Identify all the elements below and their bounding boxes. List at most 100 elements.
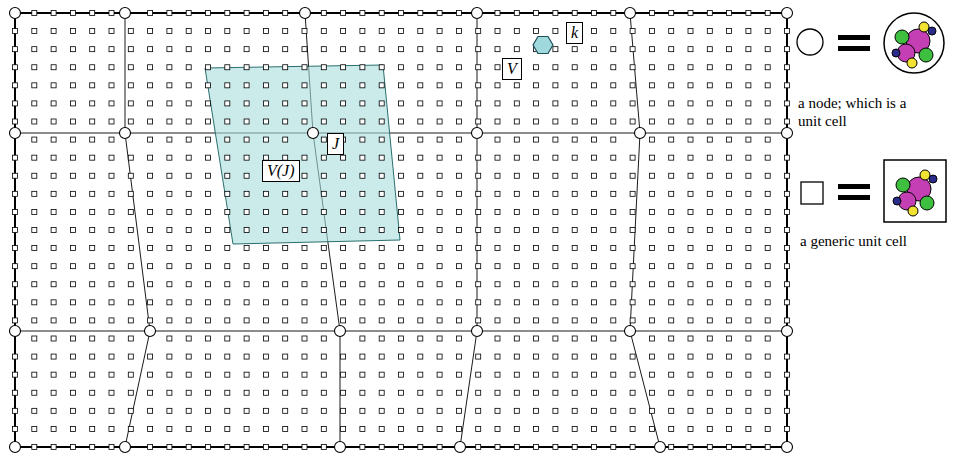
unit-cell-square: [437, 228, 442, 233]
unit-cell-square: [727, 408, 732, 413]
unit-cell-square: [263, 282, 268, 287]
unit-cell-square: [341, 246, 346, 251]
unit-cell-square: [225, 408, 230, 413]
unit-cell-square: [379, 101, 384, 106]
unit-cell-square: [495, 119, 500, 124]
unit-cell-square: [765, 336, 770, 341]
unit-cell-square: [765, 209, 770, 214]
unit-cell-square: [534, 282, 539, 287]
unit-cell-square: [263, 264, 268, 269]
unit-cell-square: [399, 173, 404, 178]
unit-cell-square: [765, 318, 770, 323]
unit-cell-square: [90, 390, 95, 395]
unit-cell-square: [534, 119, 539, 124]
unit-cell-square: [649, 191, 654, 196]
unit-cell-square: [379, 372, 384, 377]
unit-cell-square: [90, 282, 95, 287]
unit-cell-square: [727, 209, 732, 214]
unit-cell-square: [360, 282, 365, 287]
unit-cell-square: [785, 300, 790, 305]
unit-cell-square: [399, 101, 404, 106]
unit-cell-square: [553, 408, 558, 413]
unit-cell-square: [649, 408, 654, 413]
unit-cell-square: [495, 264, 500, 269]
unit-cell-square: [727, 191, 732, 196]
unit-cell-square: [727, 246, 732, 251]
unit-cell-square: [225, 354, 230, 359]
unit-cell-square: [225, 173, 230, 178]
unit-cell-square: [13, 47, 18, 52]
unit-cell-square: [495, 426, 500, 431]
unit-cell-square: [321, 354, 326, 359]
unit-cell-square: [456, 354, 461, 359]
unit-cell-square: [669, 11, 674, 16]
unit-cell-square: [13, 83, 18, 88]
unit-cell-square: [785, 83, 790, 88]
unit-cell-square: [611, 282, 616, 287]
unit-cell-square: [572, 318, 577, 323]
unit-cell-square: [476, 209, 481, 214]
unit-cell-square: [611, 137, 616, 142]
unit-cell-square: [765, 11, 770, 16]
unit-cell-square: [649, 155, 654, 160]
unit-cell-square: [495, 300, 500, 305]
unit-cell-square: [514, 29, 519, 34]
unit-cell-square: [765, 173, 770, 178]
unit-cell-square: [90, 246, 95, 251]
unit-cell-square: [51, 390, 56, 395]
unit-cell-square: [707, 336, 712, 341]
unit-cell-square: [785, 101, 790, 106]
unit-cell-square: [476, 300, 481, 305]
unit-cell-square: [360, 11, 365, 16]
unit-cell-square: [321, 426, 326, 431]
unit-cell-square: [51, 29, 56, 34]
unit-cell-square: [746, 408, 751, 413]
unit-cell-square: [341, 390, 346, 395]
unit-cell-square: [128, 300, 133, 305]
mesh-nodes: [10, 8, 793, 453]
unit-cell-square: [186, 47, 191, 52]
unit-cell-square: [263, 445, 268, 450]
unit-cell-square: [534, 155, 539, 160]
unit-cell-square: [553, 318, 558, 323]
unit-cell-square: [70, 209, 75, 214]
unit-cell-square: [495, 11, 500, 16]
unit-cell-square: [649, 209, 654, 214]
unit-cell-square: [51, 372, 56, 377]
unit-cell-square: [746, 173, 751, 178]
unit-cell-square: [514, 390, 519, 395]
unit-cell-square: [321, 228, 326, 233]
unit-cell-square: [109, 65, 114, 70]
unit-cell-square: [572, 282, 577, 287]
unit-cell-square: [418, 336, 423, 341]
mesh-node: [120, 128, 131, 139]
region-label: k: [566, 22, 583, 44]
mesh-node: [472, 326, 483, 337]
unit-cell-square: [534, 137, 539, 142]
unit-cell-square: [263, 119, 268, 124]
unit-cell-square: [765, 372, 770, 377]
unit-cell-square: [669, 445, 674, 450]
unit-cell-square: [688, 445, 693, 450]
unit-cell-square: [514, 336, 519, 341]
unit-cell-square: [418, 47, 423, 52]
unit-cell-square: [437, 29, 442, 34]
unit-cell-square: [225, 83, 230, 88]
unit-cell-square: [128, 65, 133, 70]
unit-cell-square: [630, 29, 635, 34]
unit-cell-square: [244, 372, 249, 377]
unit-cell-square: [437, 246, 442, 251]
unit-cell-square: [51, 47, 56, 52]
unit-cell-square: [321, 155, 326, 160]
unit-cell-square: [302, 47, 307, 52]
unit-cell-square: [553, 29, 558, 34]
unit-cell-square: [707, 101, 712, 106]
unit-cell-square: [727, 65, 732, 70]
unit-cell-square: [746, 336, 751, 341]
unit-cell-square: [321, 408, 326, 413]
unit-cell-square: [437, 282, 442, 287]
unit-cell-square: [476, 445, 481, 450]
unit-cell-square: [206, 101, 211, 106]
unit-cell-square: [534, 101, 539, 106]
unit-cell-square: [514, 209, 519, 214]
